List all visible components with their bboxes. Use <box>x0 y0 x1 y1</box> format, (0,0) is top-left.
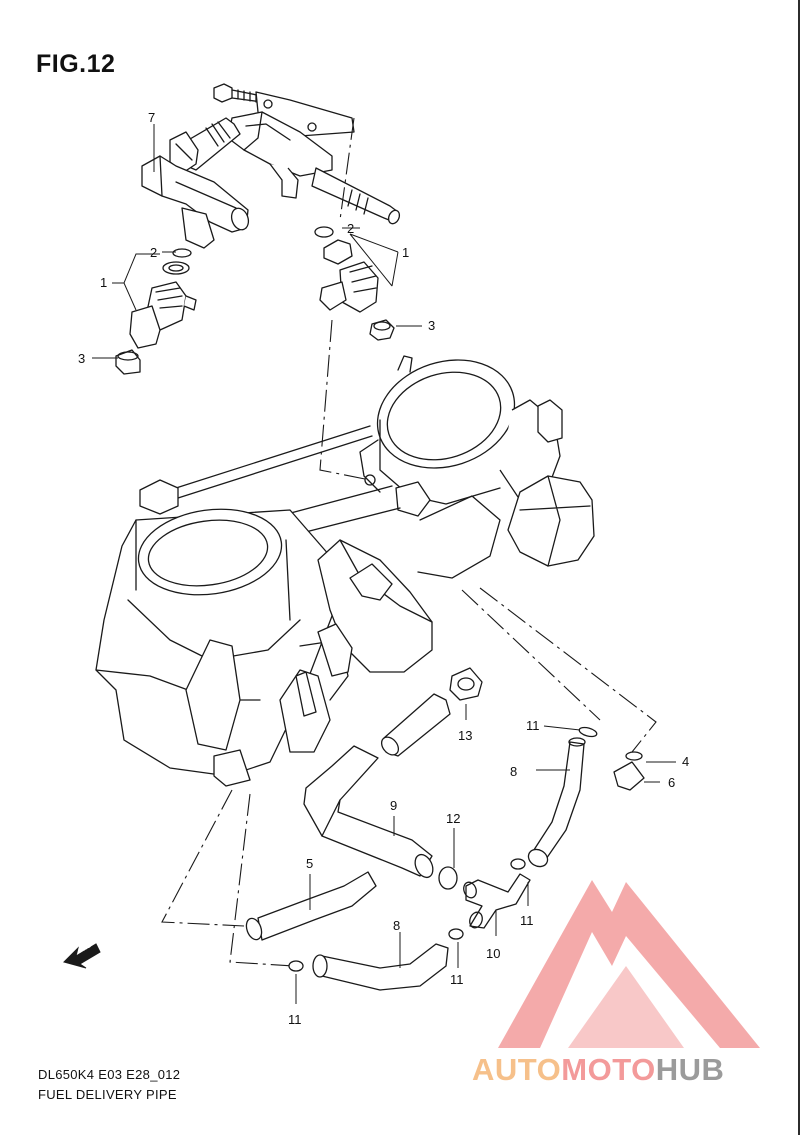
injector-right <box>314 226 395 341</box>
callout-5: 5 <box>306 856 313 871</box>
fuel-delivery-pipe <box>141 83 401 249</box>
callout-10: 10 <box>486 946 500 961</box>
callout-8-lower: 8 <box>393 918 400 933</box>
callout-1-left: 1 <box>100 275 107 290</box>
callout-3-left: 3 <box>78 351 85 366</box>
callout-leaders <box>92 124 676 1004</box>
callout-11-right: 11 <box>520 913 534 928</box>
assembly-leader-lines <box>161 117 657 967</box>
callout-3-right: 3 <box>428 318 435 333</box>
callout-12: 12 <box>446 811 460 826</box>
callout-2-right: 2 <box>347 221 354 236</box>
callout-numbers: 7 2 1 3 2 1 3 11 8 4 6 9 13 12 5 8 11 10… <box>78 110 689 1027</box>
callout-11-upper: 11 <box>526 718 540 733</box>
callout-6: 6 <box>668 775 675 790</box>
injector-left <box>115 248 197 375</box>
callout-2-left: 2 <box>150 245 157 260</box>
hoses-and-fittings <box>245 667 645 991</box>
callout-11-lower: 11 <box>288 1012 302 1027</box>
watermark-moto: MOTO <box>561 1052 656 1087</box>
callout-1-right: 1 <box>402 245 409 260</box>
triangle-m-logo-icon <box>498 880 760 1048</box>
watermark-logo-text: AUTOMOTOHUB <box>472 1052 724 1088</box>
footer-model-code: DL650K4 E03 E28_012 <box>38 1067 181 1082</box>
throttle-body-assembly <box>95 355 595 787</box>
callout-11-middle: 11 <box>450 972 464 987</box>
callout-13: 13 <box>458 728 472 743</box>
watermark-hub: HUB <box>655 1052 725 1087</box>
callout-8-upper: 8 <box>510 764 517 779</box>
footer-section-name: FUEL DELIVERY PIPE <box>38 1087 177 1102</box>
watermark-auto: AUTO <box>472 1052 562 1087</box>
callout-4: 4 <box>682 754 689 769</box>
fwd-arrow-icon: FWD <box>63 942 101 969</box>
callout-7: 7 <box>148 110 155 125</box>
figure-title: FIG.12 <box>36 50 116 78</box>
callout-9: 9 <box>390 798 397 813</box>
